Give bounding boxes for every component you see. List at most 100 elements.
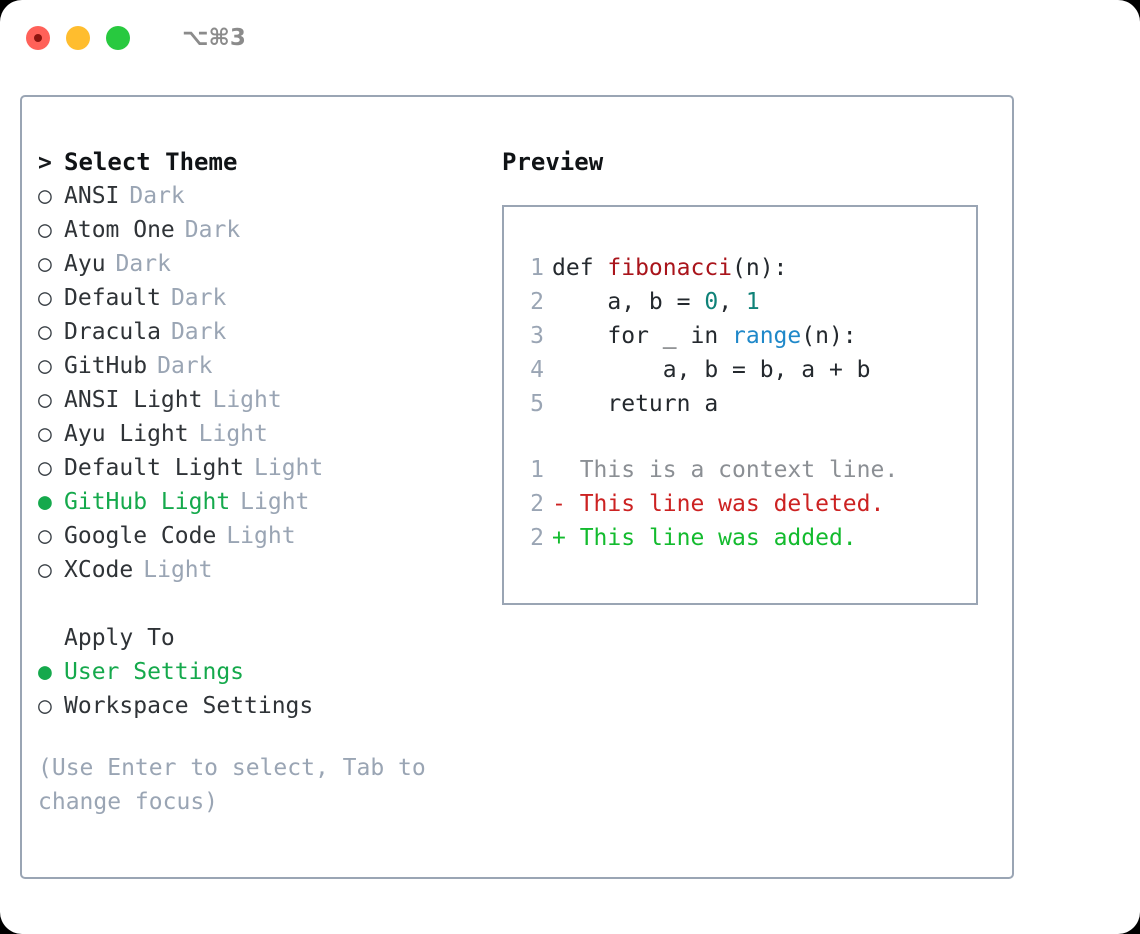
theme-variant-label: Dark <box>170 319 227 345</box>
line-number: 4 <box>530 357 544 383</box>
code-line: 2 a, b = 0, 1 <box>522 285 976 319</box>
theme-name-label: Atom One <box>64 217 175 243</box>
code-token-builtin: range <box>732 323 802 349</box>
theme-name-label: ANSI Light <box>64 387 203 413</box>
theme-list-item[interactable]: ○ Default Dark <box>38 281 478 315</box>
radio-unselected-icon: ○ <box>38 387 52 413</box>
line-number: 1 <box>530 255 544 281</box>
diff-text: This is a context line. <box>565 457 899 483</box>
apply-to-item[interactable]: ● User Settings <box>38 655 478 689</box>
list-spacer <box>38 587 478 621</box>
theme-name-label: Dracula <box>64 319 161 345</box>
diff-line-number: 2 <box>530 491 544 517</box>
diff-sign: + <box>552 525 566 551</box>
diff-line-number: 1 <box>530 457 544 483</box>
close-window-button[interactable] <box>26 26 50 50</box>
radio-unselected-icon: ○ <box>38 557 52 583</box>
radio-unselected-icon: ○ <box>38 693 52 719</box>
traffic-lights <box>26 26 130 50</box>
theme-name-label: Default <box>64 285 161 311</box>
theme-list-item[interactable]: ○ ANSI Dark <box>38 179 478 213</box>
radio-unselected-icon: ○ <box>38 353 52 379</box>
radio-unselected-icon: ○ <box>38 455 52 481</box>
theme-variant-label: Dark <box>115 251 171 277</box>
radio-unselected-icon: ○ <box>38 217 52 243</box>
code-token-plain: a, b = <box>552 289 705 315</box>
line-number: 5 <box>530 391 544 417</box>
code-token-plain: , <box>718 289 746 315</box>
code-line: 5 return a <box>522 387 976 421</box>
diff-sign: - <box>552 491 566 517</box>
theme-variant-label: Light <box>143 557 213 583</box>
keyboard-shortcut-label: ⌥⌘3 <box>182 25 246 51</box>
code-token-plain: (n): <box>801 323 857 349</box>
select-theme-header: > Select Theme <box>38 145 478 179</box>
theme-list-item[interactable]: ○ Ayu Light Light <box>38 417 478 451</box>
preview-gap <box>522 421 976 453</box>
theme-variant-label: Dark <box>170 285 227 311</box>
radio-unselected-icon: ○ <box>38 523 52 549</box>
theme-variant-label: Light <box>240 489 310 515</box>
theme-list-item[interactable]: ○ Default Light Light <box>38 451 478 485</box>
code-token-plain: for _ in <box>552 323 733 349</box>
theme-name-label: Default Light <box>64 455 245 481</box>
radio-unselected-icon: ○ <box>38 183 52 209</box>
diff-line: 2 + This line was added. <box>522 521 976 555</box>
theme-list-item[interactable]: ○ GitHub Dark <box>38 349 478 383</box>
code-line: 3 for _ in range(n): <box>522 319 976 353</box>
line-number: 3 <box>530 323 544 349</box>
code-token-number: 0 <box>704 289 719 315</box>
diff-preview: 1 This is a context line. 2- This line wa… <box>522 453 976 555</box>
line-number: 2 <box>530 289 544 315</box>
apply-to-heading: Apply To <box>64 625 175 651</box>
theme-name-label: Google Code <box>64 523 217 549</box>
diff-line-number: 2 <box>530 525 544 551</box>
minimize-window-button[interactable] <box>66 26 90 50</box>
theme-list-item[interactable]: ○ Google Code Light <box>38 519 478 553</box>
maximize-window-button[interactable] <box>106 26 130 50</box>
theme-name-label: GitHub Light <box>64 489 231 515</box>
radio-unselected-icon: ○ <box>38 421 52 447</box>
apply-to-item[interactable]: ○ Workspace Settings <box>38 689 478 723</box>
theme-variant-label: Light <box>226 523 296 549</box>
radio-selected-icon: ● <box>38 489 52 515</box>
code-token-plain: def <box>552 255 608 281</box>
theme-name-label: XCode <box>64 557 134 583</box>
theme-list-item[interactable]: ○ Dracula Dark <box>38 315 478 349</box>
keyboard-hint-text: (Use Enter to select, Tab to change focu… <box>38 755 426 815</box>
diff-line: 1 This is a context line. <box>522 453 976 487</box>
code-token-plain: a, b = b, a + b <box>552 357 871 383</box>
diff-text: This line was deleted. <box>565 491 885 517</box>
radio-unselected-icon: ○ <box>38 319 52 345</box>
theme-name-label: ANSI <box>64 183 120 209</box>
theme-variant-label: Light <box>198 421 268 447</box>
caret-icon: > <box>38 150 52 176</box>
theme-list-item[interactable]: ○ XCode Light <box>38 553 478 587</box>
theme-variant-label: Dark <box>129 183 185 209</box>
code-token-function: fibonacci <box>607 255 733 281</box>
theme-variant-label: Light <box>212 387 282 413</box>
radio-unselected-icon: ○ <box>38 285 52 311</box>
theme-variant-label: Light <box>254 455 324 481</box>
diff-sign <box>552 457 566 483</box>
diff-text: This line was added. <box>565 525 857 551</box>
theme-name-label: GitHub <box>64 353 148 379</box>
apply-to-label: User Settings <box>64 659 245 685</box>
theme-name-label: Ayu <box>64 251 106 277</box>
code-line: 4 a, b = b, a + b <box>522 353 976 387</box>
theme-variant-label: Dark <box>157 353 213 379</box>
theme-list-item[interactable]: ○ ANSI Light Light <box>38 383 478 417</box>
apply-to-list: ● User Settings ○ Workspace Settings <box>38 655 478 723</box>
theme-list-item[interactable]: ● GitHub Light Light <box>38 485 478 519</box>
code-token-plain: return a <box>552 391 719 417</box>
radio-selected-icon: ● <box>38 659 52 685</box>
theme-name-label: Ayu Light <box>64 421 189 447</box>
apply-to-label: Workspace Settings <box>64 693 314 719</box>
